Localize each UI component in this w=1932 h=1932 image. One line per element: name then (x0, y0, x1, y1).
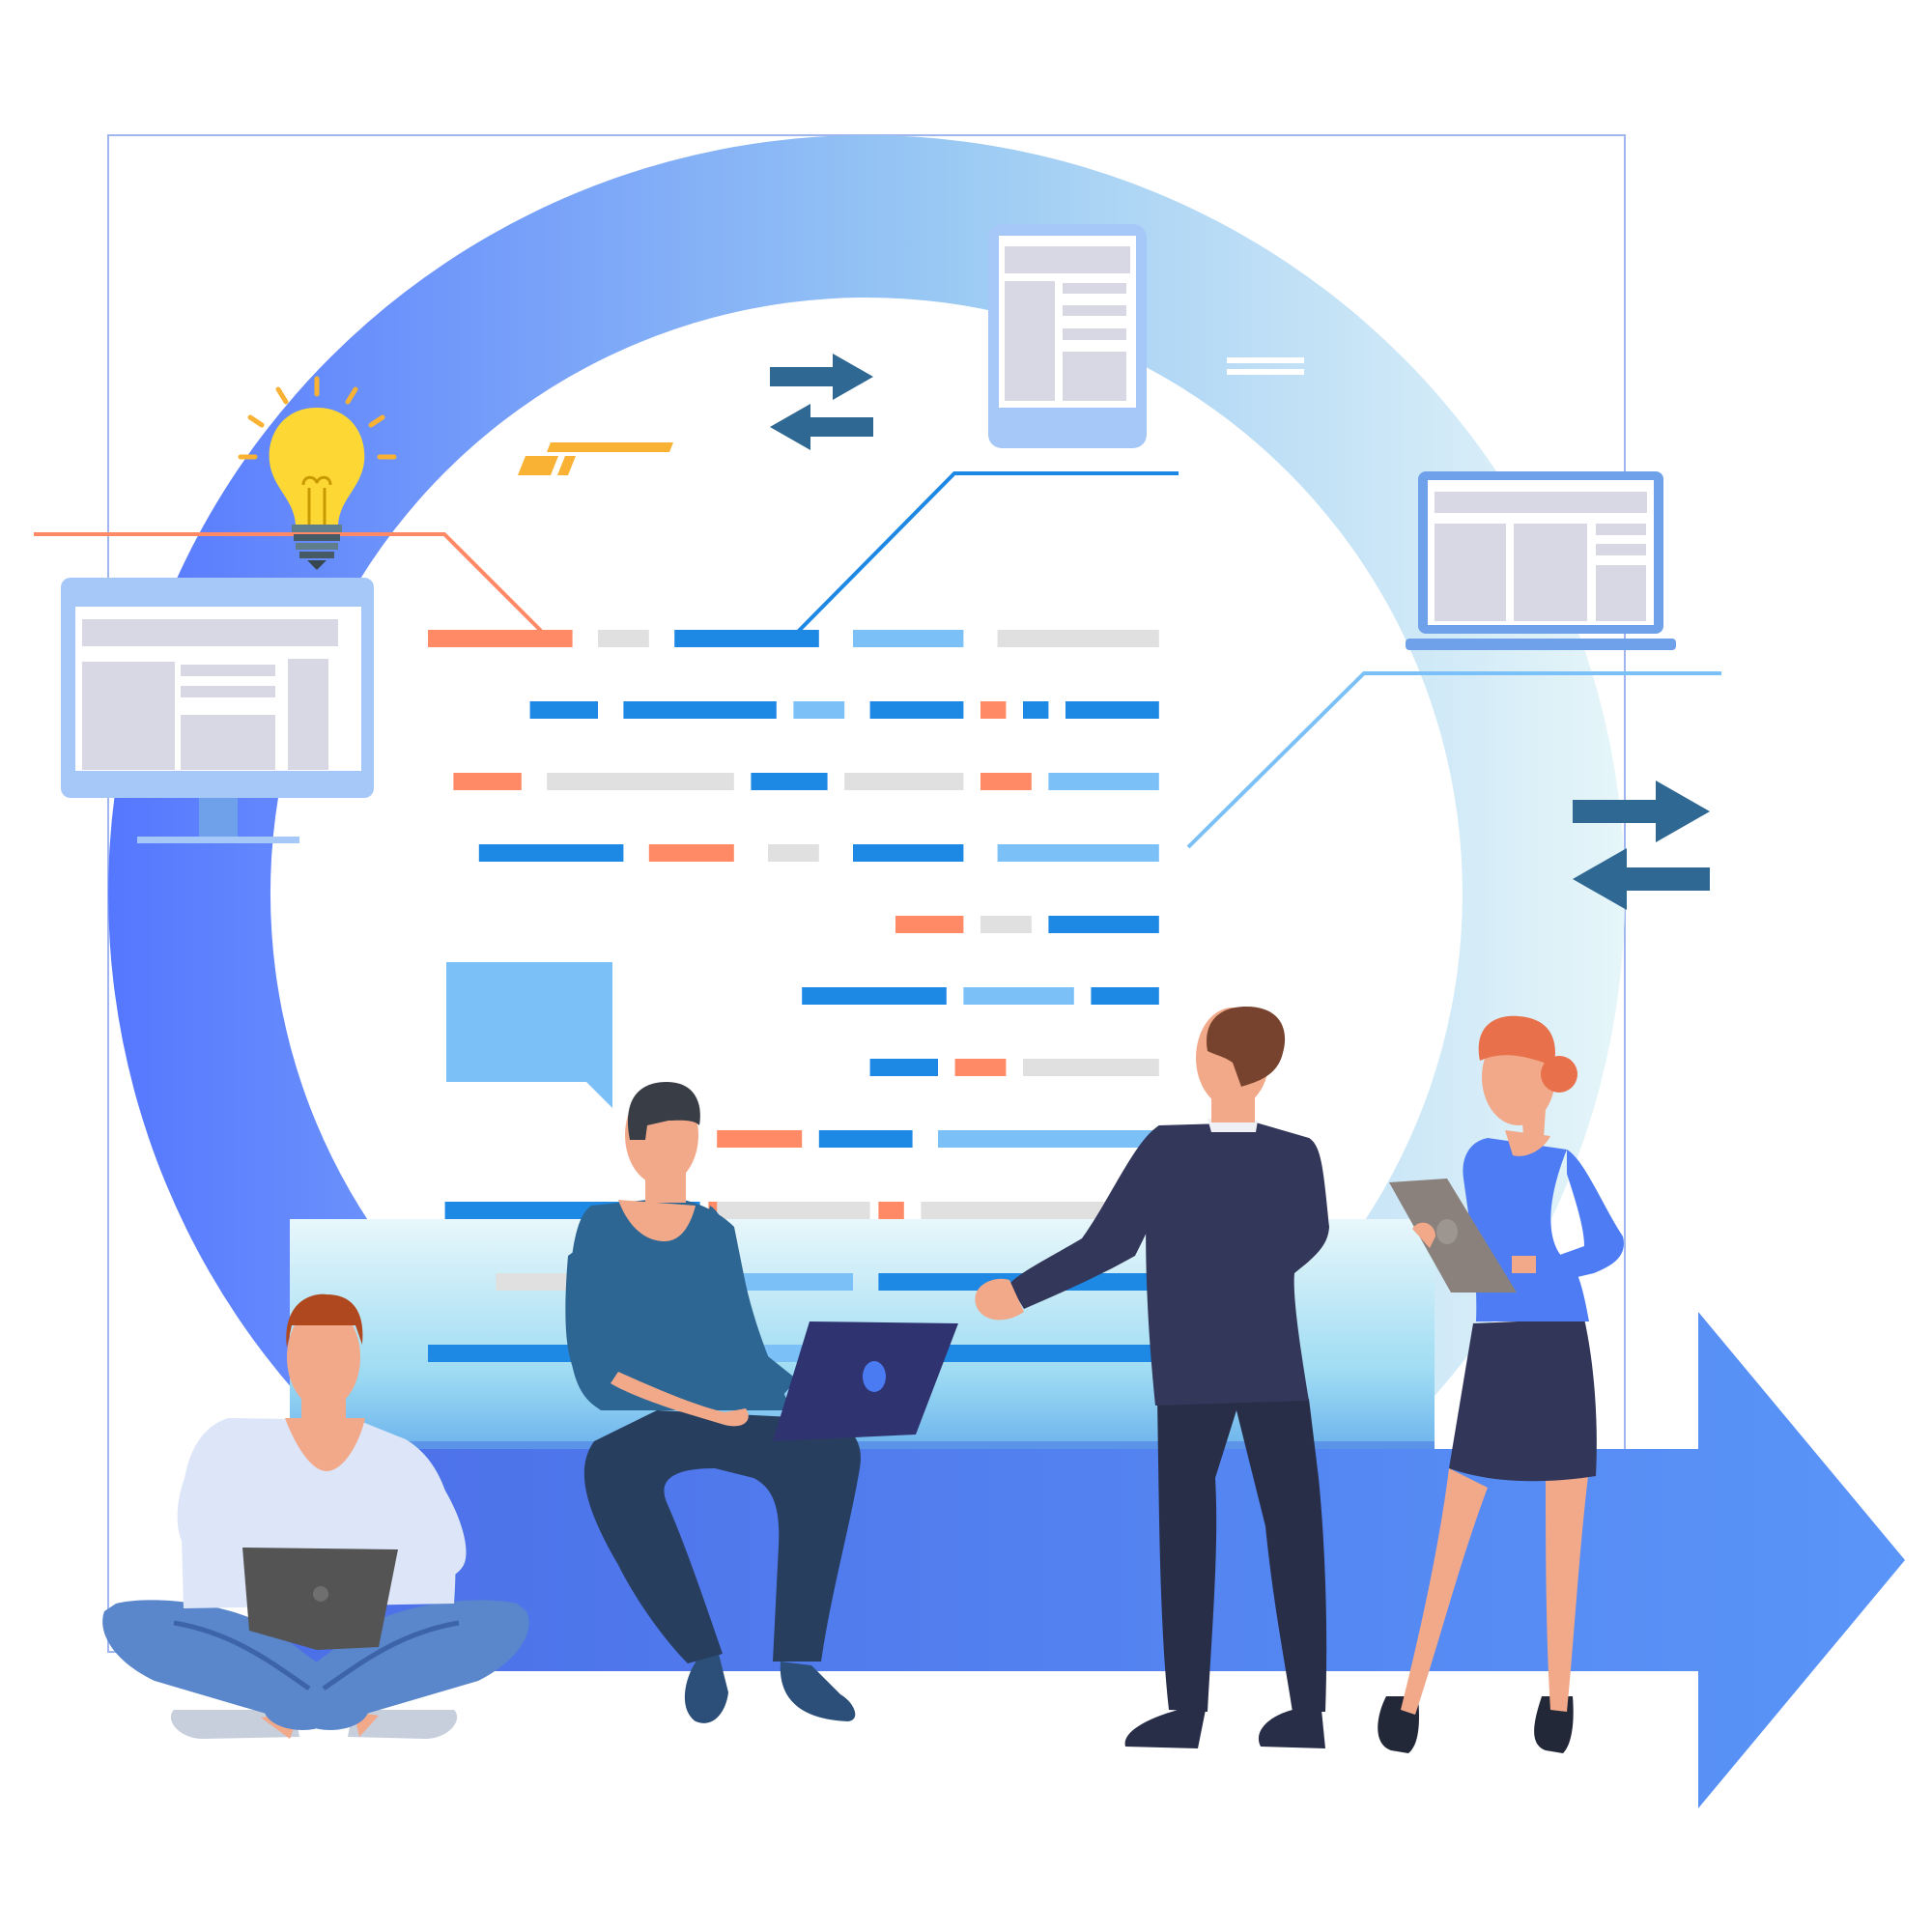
timeline-bar (929, 1345, 1159, 1362)
timeline-bar (844, 773, 964, 790)
timeline-bar (1048, 916, 1159, 933)
timeline-bar (869, 701, 964, 719)
timeline-bar (1048, 773, 1159, 790)
timeline-bar (980, 701, 1007, 719)
lightbulb-icon (238, 376, 397, 570)
timeline-bar (478, 844, 624, 862)
timeline-bar (818, 1130, 913, 1148)
timeline-bar (980, 773, 1032, 790)
swap-arrows-icon (770, 354, 873, 450)
timeline-bar (878, 1202, 904, 1219)
timeline-bar (623, 701, 777, 719)
person-sitting-with-laptop (565, 1082, 958, 1723)
timeline-bar (938, 1130, 1159, 1148)
timeline-bar (802, 987, 947, 1005)
tablet-icon (988, 224, 1147, 448)
laptop-icon (1406, 471, 1676, 650)
timeline-bar (674, 630, 819, 647)
timeline-bar (717, 1130, 803, 1148)
connector-line-orange (34, 532, 543, 633)
speech-bubble-icon (446, 962, 612, 1108)
timeline-bar (853, 844, 964, 862)
decorative-stripes (518, 442, 673, 475)
timeline-bar (648, 844, 734, 862)
connector-line-light-blue (1186, 671, 1721, 849)
timeline-chart (428, 630, 1159, 1362)
timeline-bar (997, 844, 1159, 862)
timeline-bar (1091, 987, 1159, 1005)
person-sitting-floor-with-laptop (102, 1293, 529, 1739)
timeline-bar (895, 916, 964, 933)
timeline-bar (547, 773, 734, 790)
person-standing-with-tablet (1378, 1015, 1624, 1753)
timeline-bar (963, 987, 1074, 1005)
decorative-lines-top-right (1227, 357, 1304, 375)
connector-line-blue (790, 471, 1179, 639)
desktop-monitor-icon (61, 578, 374, 843)
timeline-bar (954, 1059, 1007, 1076)
timeline-bar (768, 844, 819, 862)
timeline-bar (453, 773, 522, 790)
timeline-bar (428, 630, 573, 647)
person-standing-pointing (975, 1007, 1329, 1748)
timeline-bar (598, 630, 649, 647)
timeline-bar (529, 701, 598, 719)
timeline-bar (751, 773, 828, 790)
timeline-bar (1065, 701, 1159, 719)
timeline-bar (997, 630, 1159, 647)
timeline-bar (717, 1202, 870, 1219)
timeline-bar (853, 630, 964, 647)
swap-arrows-icon-right (1573, 781, 1710, 910)
timeline-bar (793, 701, 845, 719)
timeline-bar (869, 1059, 938, 1076)
timeline-bar (980, 916, 1032, 933)
big-forward-arrow-icon (290, 1312, 1905, 1808)
timeline-bar (742, 1273, 853, 1291)
timeline-bar (1023, 701, 1049, 719)
timeline-bar (1023, 1059, 1159, 1076)
